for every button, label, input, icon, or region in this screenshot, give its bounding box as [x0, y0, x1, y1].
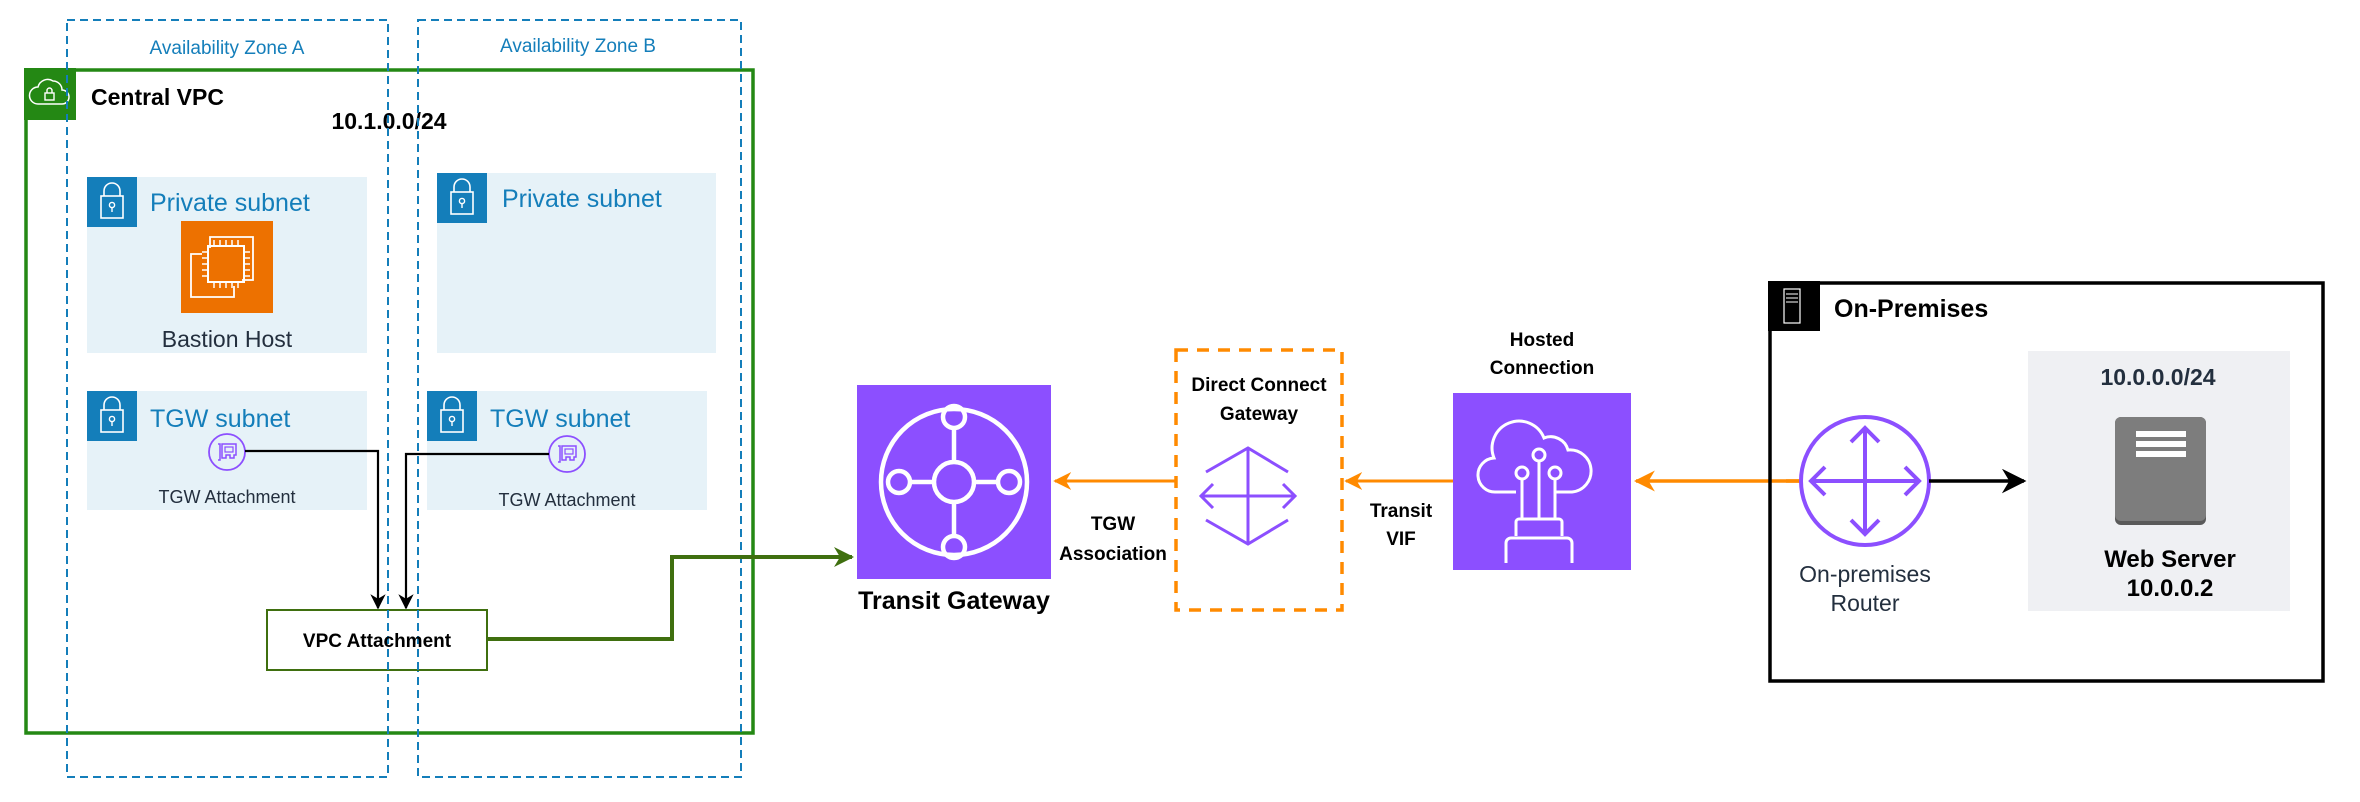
tgw-subnet-b-label: TGW subnet	[490, 405, 630, 433]
availability-zone-b-label: Availability Zone B	[500, 36, 656, 57]
direct-connect-gateway-label-line1: Direct Connect	[1191, 375, 1327, 396]
tgw-subnet-b[interactable]: TGW subnet TGW Attachment	[427, 391, 707, 510]
direct-connect-gateway-icon	[1198, 446, 1298, 546]
server-rack-icon	[1768, 281, 1820, 331]
on-premises-border	[1768, 281, 2325, 683]
vpc-attachment-label: VPC Attachment	[303, 631, 452, 652]
on-premises-title: On-Premises	[1834, 295, 1988, 323]
tgw-subnet-a-label: TGW subnet	[150, 405, 290, 433]
availability-zone-a	[66, 19, 389, 778]
lock-icon	[427, 391, 477, 441]
availability-zone-b	[417, 19, 742, 778]
transit-vif-label-line1: Transit	[1370, 501, 1433, 522]
on-premises-router[interactable]: On-premises Router	[1786, 415, 1931, 616]
central-vpc-cidr: 10.1.0.0/24	[331, 108, 446, 134]
router-label-line2: Router	[1830, 590, 1899, 616]
private-subnet-a-label: Private subnet	[150, 189, 310, 217]
tgw-attachment-a-label: TGW Attachment	[158, 487, 295, 507]
connector-attachment-b-to-vpc-attachment[interactable]	[398, 452, 549, 610]
bastion-host-label: Bastion Host	[162, 326, 293, 352]
hosted-connection-label-line1: Hosted	[1510, 330, 1574, 351]
router-icon	[1799, 415, 1931, 547]
private-subnet-a[interactable]: Private subnet Bastion Host	[87, 177, 367, 353]
hosted-connection-label-line2: Connection	[1490, 358, 1595, 379]
lock-icon	[87, 391, 137, 441]
hosted-connection-icon	[1476, 419, 1593, 563]
on-premises-network[interactable]: 10.0.0.0/24 Web Server 10.0.0.2	[2028, 351, 2290, 611]
transit-vif-label-line2: VIF	[1386, 529, 1416, 550]
lock-icon	[437, 173, 487, 223]
on-premises-cidr: 10.0.0.0/24	[2100, 364, 2215, 390]
ec2-instance-icon[interactable]	[181, 221, 273, 313]
transit-gateway-icon	[878, 403, 1030, 561]
private-subnet-b-label: Private subnet	[502, 185, 662, 213]
tgw-association-label-line2: Association	[1059, 544, 1167, 565]
direct-connect-gateway-label-line2: Gateway	[1220, 404, 1299, 425]
tgw-attachment-b-label: TGW Attachment	[498, 490, 635, 510]
central-vpc-title: Central VPC	[91, 84, 224, 110]
direct-connect-gateway[interactable]: Direct Connect Gateway	[1174, 348, 1344, 612]
lock-icon	[87, 177, 137, 227]
on-premises: On-Premises On-premises Router 10.0.0.0/…	[1768, 281, 2325, 683]
tgw-association-label-line1: TGW	[1091, 514, 1135, 535]
private-subnet-b[interactable]: Private subnet	[437, 173, 716, 353]
central-vpc-border	[24, 68, 755, 735]
router-label-line1: On-premises	[1799, 561, 1931, 587]
connector-attachment-a-to-vpc-attachment[interactable]	[245, 449, 386, 610]
connector-vpc-attachment-to-transit-gateway[interactable]	[487, 547, 854, 641]
central-vpc-group: Private subnet Bastion Host	[24, 19, 755, 778]
transit-gateway-label: Transit Gateway	[858, 587, 1050, 615]
vpc-attachment[interactable]: VPC Attachment	[266, 609, 488, 671]
transit-gateway[interactable]: Transit Gateway	[857, 385, 1051, 615]
hosted-connection[interactable]: Hosted Connection	[1453, 330, 1631, 570]
web-server-label-line2: 10.0.0.2	[2127, 575, 2214, 602]
vpc-cloud-lock-icon	[24, 68, 76, 120]
availability-zone-a-label: Availability Zone A	[150, 38, 305, 59]
server-icon[interactable]	[2115, 417, 2206, 525]
web-server-label-line1: Web Server	[2104, 546, 2236, 573]
